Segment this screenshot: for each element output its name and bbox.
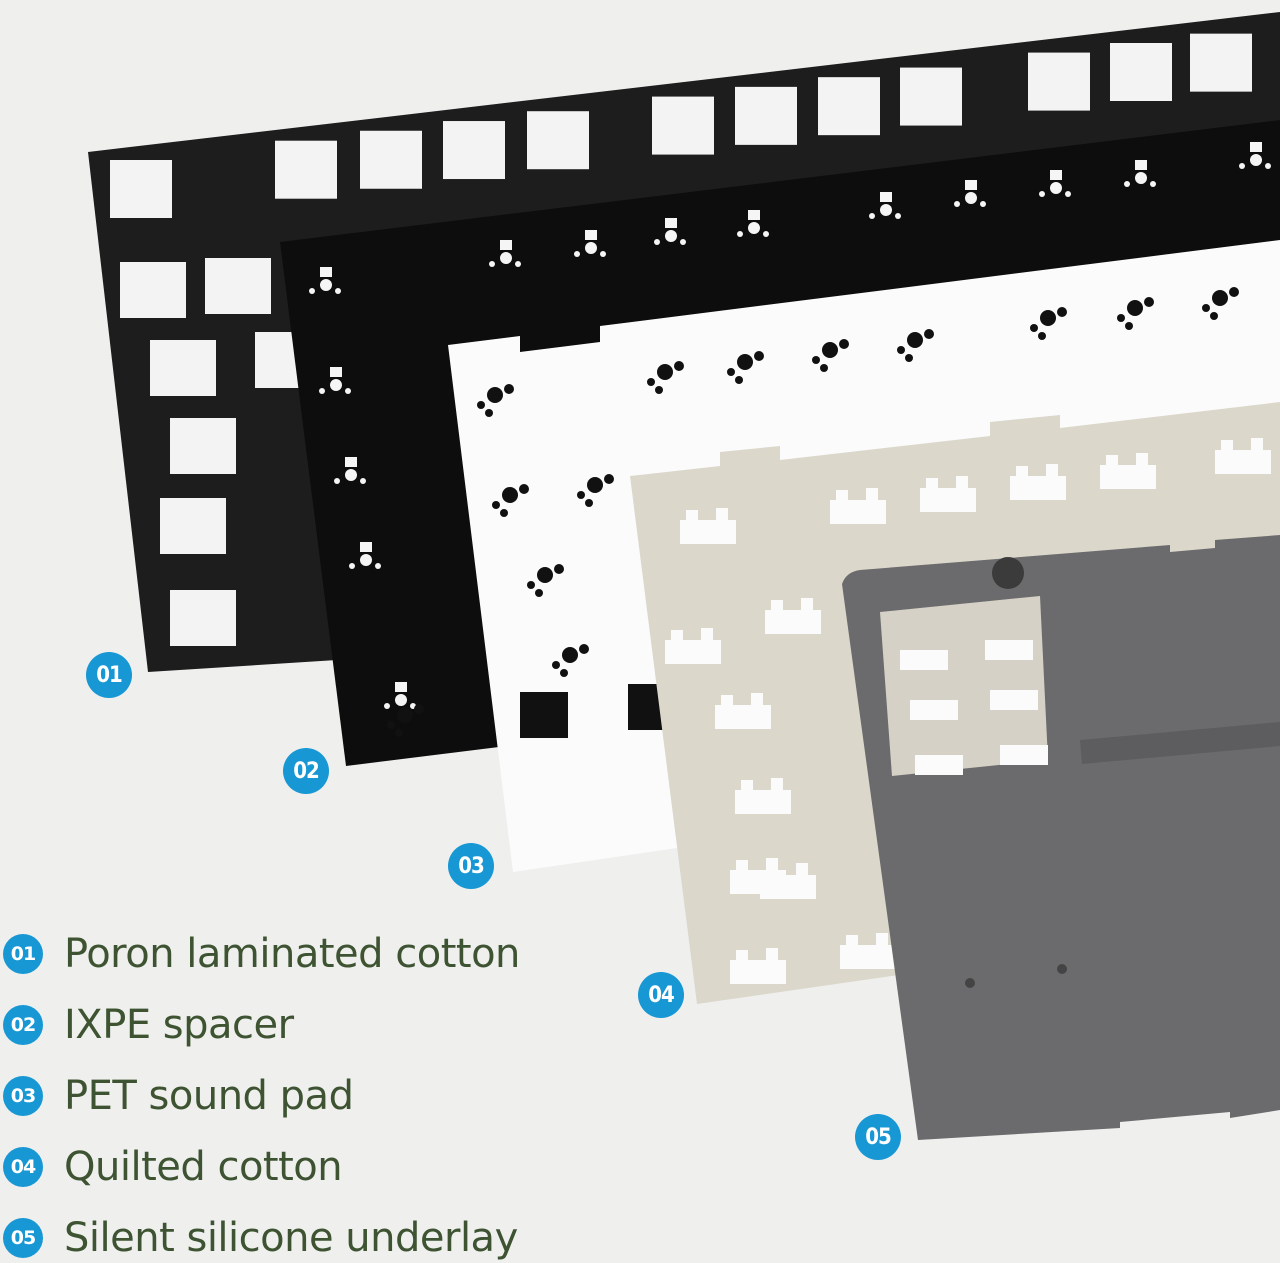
legend-label: Quilted cotton — [64, 1144, 343, 1190]
layer-badge-03: 03 — [448, 843, 494, 889]
legend-item-02: 02 IXPE spacer — [0, 1002, 294, 1048]
legend-label: IXPE spacer — [64, 1002, 294, 1048]
legend-badge: 03 — [3, 1076, 43, 1116]
legend-label: PET sound pad — [64, 1073, 354, 1119]
legend-label: Poron laminated cotton — [64, 931, 520, 977]
legend-badge: 04 — [3, 1147, 43, 1187]
layer-badge-01: 01 — [86, 652, 132, 698]
legend-badge: 02 — [3, 1005, 43, 1045]
legend-item-04: 04 Quilted cotton — [0, 1144, 343, 1190]
legend-item-05: 05 Silent silicone underlay — [0, 1215, 518, 1261]
layer-05-silicone-underlay — [842, 535, 1280, 1140]
legend-item-03: 03 PET sound pad — [0, 1073, 354, 1119]
legend-label: Silent silicone underlay — [64, 1215, 518, 1261]
legend-badge: 05 — [3, 1218, 43, 1258]
legend-badge: 01 — [3, 934, 43, 974]
legend-item-01: 01 Poron laminated cotton — [0, 931, 520, 977]
layer-badge-05: 05 — [855, 1114, 901, 1160]
layer-badge-04: 04 — [638, 972, 684, 1018]
layer-badge-02: 02 — [283, 748, 329, 794]
